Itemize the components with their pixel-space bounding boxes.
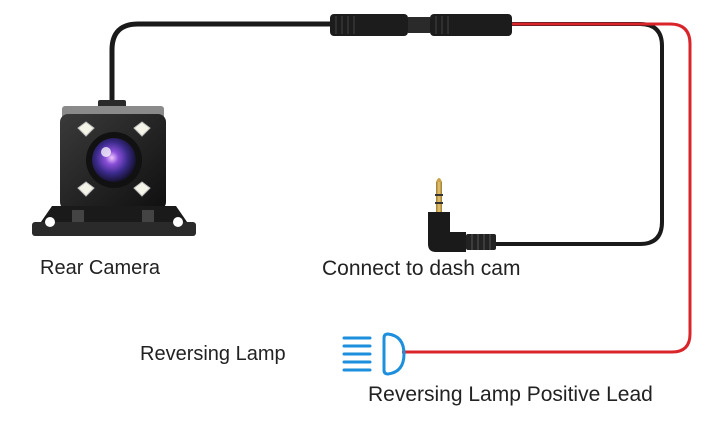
audio-jack-plug-icon	[428, 178, 496, 252]
black-wire-to-plug	[496, 22, 664, 246]
positive-lead-label: Reversing Lamp Positive Lead	[368, 383, 653, 406]
reversing-lamp-label: Reversing Lamp	[140, 343, 286, 365]
inline-connector-icon	[330, 14, 512, 36]
black-wire	[109, 21, 333, 111]
red-wire	[402, 22, 692, 354]
reversing-lamp-icon	[342, 332, 406, 376]
rear-camera-icon	[32, 100, 196, 236]
rear-camera-label: Rear Camera	[40, 257, 161, 279]
connect-dash-cam-label: Connect to dash cam	[322, 257, 521, 280]
